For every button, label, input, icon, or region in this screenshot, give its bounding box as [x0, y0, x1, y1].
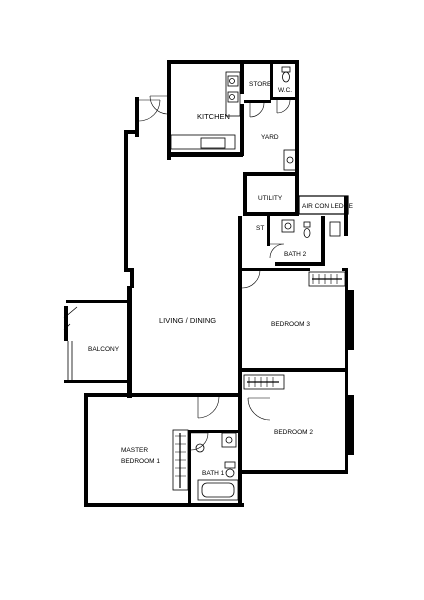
bath1-label: BATH 1: [202, 470, 225, 477]
utility-label: UTILITY: [258, 195, 283, 202]
bedroom3-label: BEDROOM 3: [271, 321, 310, 328]
wc-door: [276, 99, 291, 114]
master-bedroom-label-line2: BEDROOM 1: [121, 458, 160, 465]
bath2-label: BATH 2: [284, 251, 307, 258]
master-bedroom-label-line1: MASTER: [121, 447, 148, 454]
kitchen-counter: [170, 71, 241, 150]
utility-walls: [243, 176, 299, 216]
wc-label: W.C.: [278, 87, 292, 94]
bedroom2-walls: [238, 372, 354, 474]
bedroom3-walls: [238, 268, 354, 372]
bedroom2-wardrobe-hangers: [247, 377, 279, 387]
bedroom3-wardrobe-hangers: [312, 274, 342, 284]
st-label: ST: [256, 225, 264, 232]
balcony-walls: [63, 300, 130, 383]
store-door: [249, 102, 265, 118]
living-dining-walls: [84, 97, 242, 398]
bedroom3-door: [241, 269, 261, 289]
master-bedroom-walls: [84, 393, 244, 507]
master-bedroom-door: [197, 396, 220, 419]
air-con-ledge-walls: [298, 195, 349, 236]
master-wardrobe-hangers: [175, 433, 186, 488]
yard-label: YARD: [261, 134, 279, 141]
living-dining-label: LIVING / DINING: [159, 316, 216, 325]
wc-toilet-icon: [281, 66, 291, 83]
kitchen-walls: [167, 60, 299, 160]
bath2-door: [269, 243, 285, 259]
bedroom2-door: [247, 397, 271, 421]
bath2-walls: [238, 216, 341, 266]
air-con-ledge-label: AIR CON LEDGE: [302, 203, 354, 210]
main-entrance-door: [138, 99, 161, 122]
kitchen-label: KITCHEN: [197, 112, 230, 121]
bath1-door: [190, 432, 209, 451]
store-label: STORE: [249, 81, 272, 88]
bedroom2-label: BEDROOM 2: [274, 429, 313, 436]
yard-walls: [243, 100, 299, 176]
kitchen-door: [149, 95, 168, 115]
bath1-walls: [191, 430, 242, 507]
balcony-label: BALCONY: [88, 346, 120, 353]
